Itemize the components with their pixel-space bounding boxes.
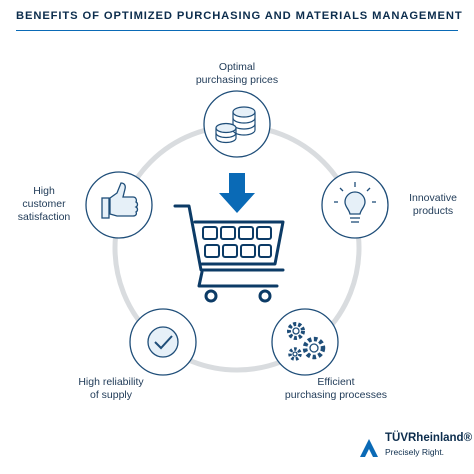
label-left: High customer satisfaction [17, 185, 71, 223]
node-right [321, 171, 389, 239]
node-bottom-left [129, 308, 197, 376]
tuv-logo-mark [360, 439, 378, 457]
label-bottom-left: High reliability of supply [78, 376, 144, 401]
title-divider [16, 30, 458, 31]
label-bottom-right: Efficient purchasing processes [284, 376, 388, 401]
node-left [85, 171, 153, 239]
node-bottom-right [271, 308, 339, 376]
down-arrow-icon [219, 173, 255, 213]
label-top: Optimal purchasing prices [195, 61, 279, 86]
shopping-cart-icon [173, 204, 285, 303]
coins-icon [215, 106, 256, 144]
gears-icon [287, 322, 326, 361]
node-top [203, 90, 271, 158]
thumbs-up-icon [101, 182, 139, 219]
lightbulb-icon [334, 182, 376, 223]
label-right: Innovative products [409, 192, 457, 217]
logo-tagline: Precisely Right. [385, 447, 445, 457]
logo-name: TÜVRheinland® [385, 432, 473, 444]
checkmark-icon [147, 326, 179, 358]
page-title: BENEFITS OF OPTIMIZED PURCHASING AND MAT… [16, 10, 463, 22]
tuv-logo: TÜVRheinland® Precisely Right. [357, 431, 472, 465]
cart-grid [202, 226, 272, 258]
